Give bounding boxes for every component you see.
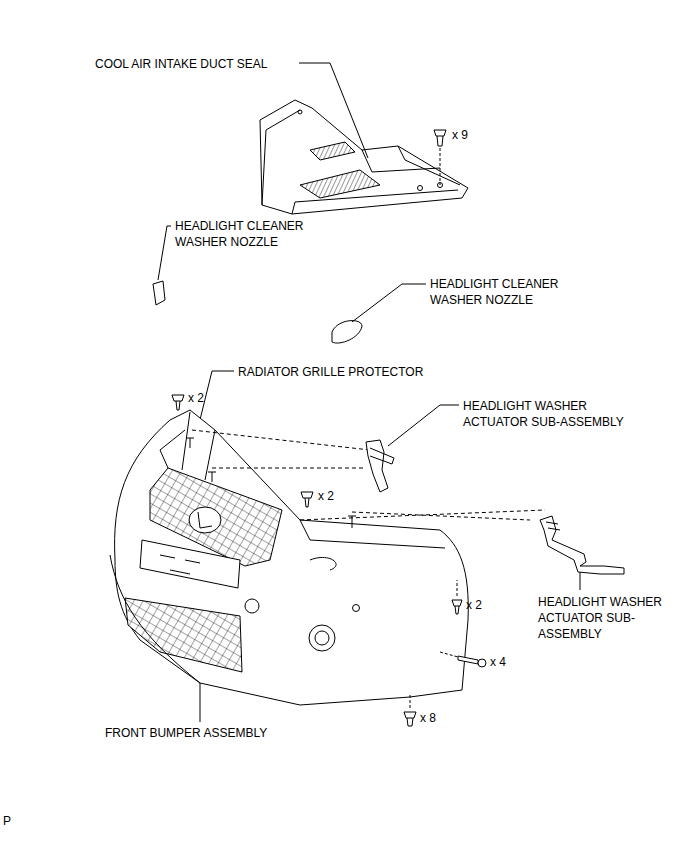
drawing-part — [305, 498, 309, 507]
part-label: FRONT BUMPER ASSEMBLY — [105, 725, 267, 741]
drawing-part — [140, 540, 240, 588]
drawing-part — [299, 63, 368, 158]
drawing-part — [301, 492, 313, 498]
drawing-part — [189, 507, 221, 533]
part-label: HEADLIGHT WASHER ACTUATOR SUB-ASSEMBLY — [538, 594, 664, 642]
part-label: HEADLIGHT WASHER ACTUATOR SUB-ASSEMBLY — [463, 398, 633, 430]
drawing-part — [186, 438, 194, 448]
drawing-part — [310, 557, 336, 570]
drawing-part — [153, 281, 165, 305]
drawing-part — [212, 468, 365, 469]
drawing-part — [352, 284, 426, 322]
quantity-label: x 2 — [188, 390, 204, 406]
quantity-label: x 2 — [466, 597, 482, 613]
drawing-part — [300, 510, 545, 520]
figure-code: P — [3, 813, 11, 829]
drawing-part — [160, 555, 200, 574]
drawing-part — [172, 395, 184, 401]
drawing-part — [160, 412, 215, 480]
drawing-part — [440, 652, 458, 657]
drawing-part — [388, 405, 459, 446]
drawing-part — [452, 600, 462, 606]
drawing-part — [208, 472, 216, 482]
duct-seal-drawing — [260, 100, 468, 214]
drawing-part — [478, 659, 486, 667]
quantity-label: x 2 — [318, 488, 334, 504]
drawing-part — [434, 130, 446, 136]
drawing-part — [437, 136, 443, 146]
drawing-part — [260, 100, 468, 214]
drawing-part — [245, 599, 259, 613]
drawing-part — [158, 226, 171, 280]
bumper-drawing — [110, 410, 468, 705]
drawing-part — [410, 694, 411, 708]
drawing-part — [457, 580, 458, 596]
actuator-drawing — [366, 440, 624, 574]
drawing-part — [309, 625, 335, 651]
drawing-part — [366, 440, 388, 492]
drawing-part — [332, 321, 362, 343]
drawing-part — [546, 522, 560, 530]
quantity-label: x 9 — [452, 127, 468, 143]
alignment-line — [192, 430, 545, 520]
drawing-part — [315, 631, 329, 645]
fastener-symbol — [172, 395, 486, 726]
drawing-part — [352, 512, 530, 520]
drawing-part — [362, 150, 440, 172]
drawing-part — [192, 430, 370, 450]
drawing-part — [370, 448, 394, 464]
drawing-part — [440, 148, 441, 185]
drawing-part — [300, 520, 445, 548]
drawing-part — [300, 170, 380, 198]
drawing-part — [110, 555, 200, 683]
drawing-part — [176, 401, 180, 410]
drawing-part — [353, 605, 360, 612]
part-label: COOL AIR INTAKE DUCT SEAL — [95, 56, 268, 72]
drawing-part — [455, 606, 459, 614]
drawing-part — [115, 410, 469, 705]
drawing-part — [404, 712, 416, 718]
drawing-part — [398, 146, 460, 185]
drawing-part — [198, 512, 212, 528]
drawing-part — [458, 656, 478, 664]
drawing-part — [262, 110, 300, 205]
drawing-part — [540, 516, 624, 574]
quantity-label: x 4 — [490, 654, 506, 670]
clip-symbol — [434, 130, 446, 185]
quantity-label: x 8 — [420, 710, 436, 726]
drawing-part — [310, 142, 355, 160]
nozzle-drawing — [153, 281, 362, 343]
part-label: HEADLIGHT CLEANER WASHER NOZZLE — [430, 276, 570, 308]
drawing-part — [418, 186, 423, 191]
drawing-part — [580, 572, 581, 590]
drawing-part — [125, 598, 242, 672]
drawing-part — [407, 718, 413, 726]
drawing-part — [298, 110, 302, 114]
part-label: HEADLIGHT CLEANER WASHER NOZZLE — [175, 218, 315, 250]
part-label: RADIATOR GRILLE PROTECTOR — [238, 364, 423, 380]
